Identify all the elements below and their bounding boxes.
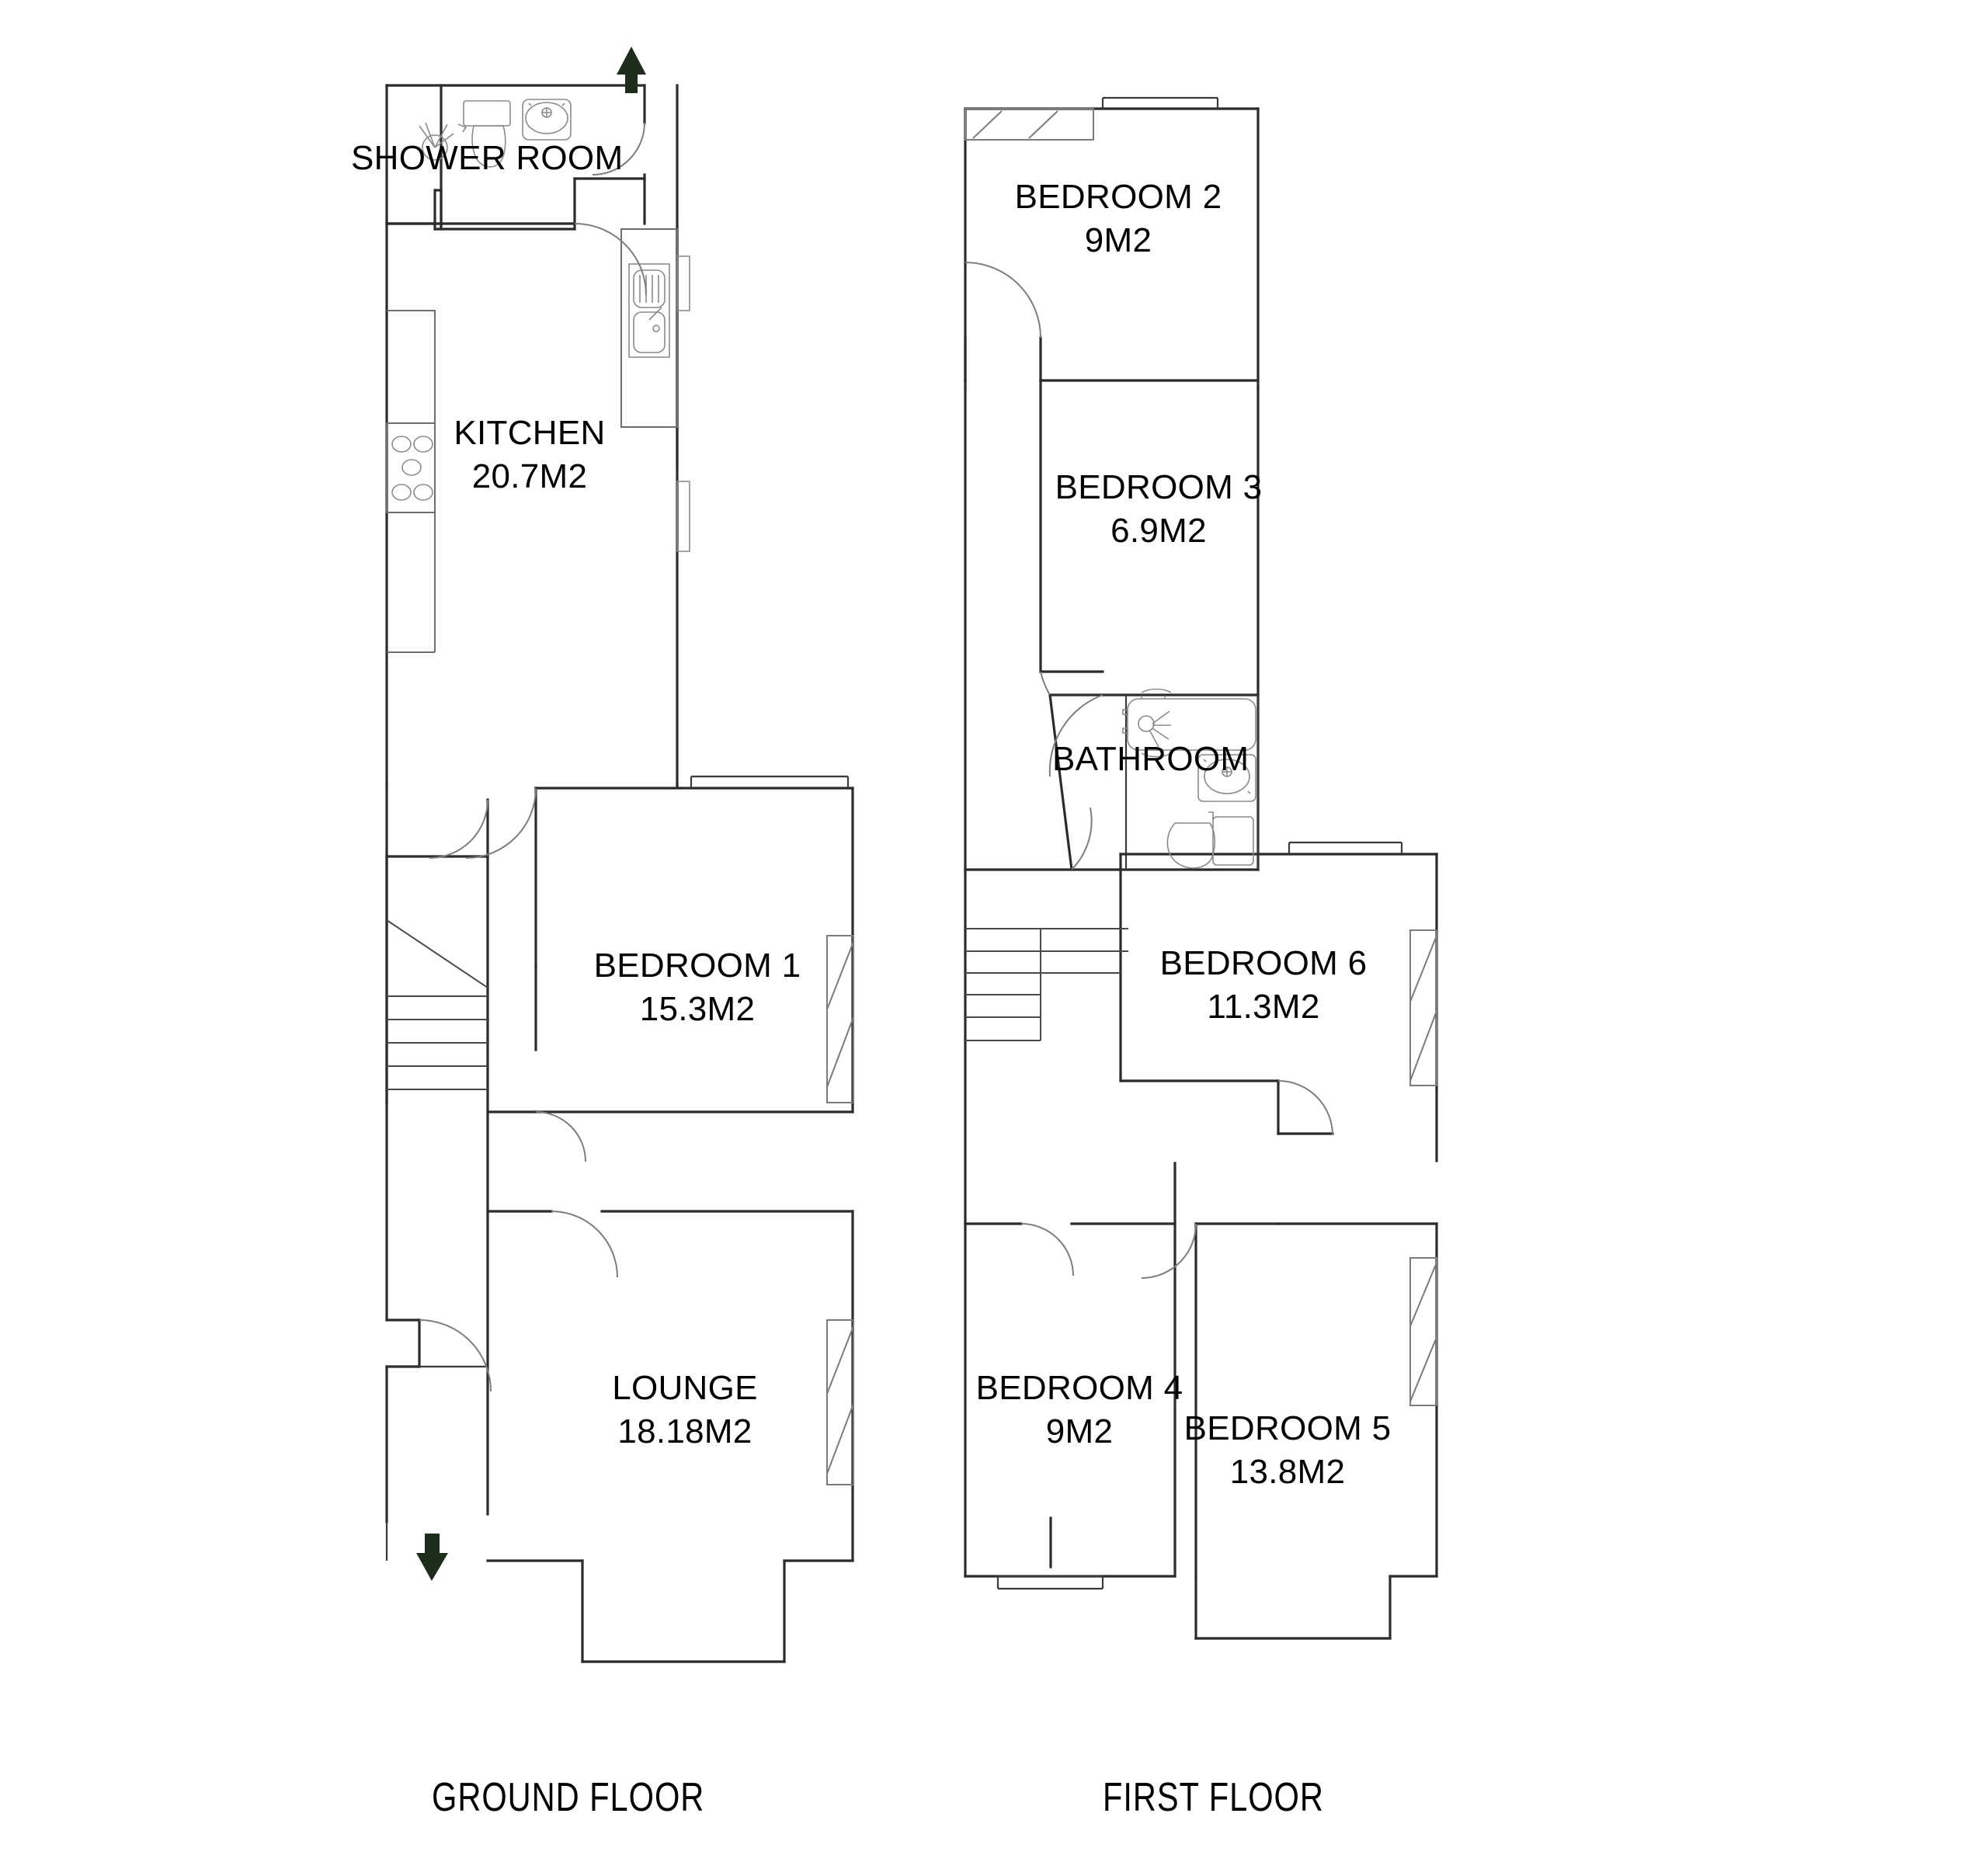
bedroom-2-name: BEDROOM 2	[1014, 178, 1222, 216]
bedroom-3-name: BEDROOM 3	[1055, 468, 1263, 506]
bathroom-fixtures	[1122, 688, 1256, 869]
kitchen-fixtures	[386, 228, 690, 653]
room-label-bedroom-1: BEDROOM 1 15.3M2	[594, 944, 801, 1032]
staircase-ground	[386, 919, 488, 1090]
shower-head-icon	[419, 122, 454, 161]
first-floor-title: FIRST FLOOR	[1103, 1775, 1324, 1820]
room-label-bedroom-6: BEDROOM 6 11.3M2	[1160, 942, 1368, 1030]
window-bedroom2	[964, 108, 1094, 141]
door-shower-room	[592, 122, 645, 175]
door-bathroom	[1071, 807, 1093, 870]
bedroom-5-area: 13.8M2	[1229, 1453, 1346, 1492]
door-bedroom4	[1020, 1223, 1074, 1277]
ground-floor-doors	[419, 122, 647, 1392]
room-label-shower-room: SHOWER ROOM	[351, 137, 623, 180]
wash-basin-icon	[522, 99, 572, 141]
first-floor-doors	[964, 262, 1333, 1279]
bathroom-name: BATHROOM	[1052, 740, 1249, 778]
bedroom-1-area: 15.3M2	[639, 990, 756, 1029]
door-bedroom2	[964, 262, 1041, 339]
door-bedroom6	[1277, 1080, 1333, 1136]
window-lounge	[826, 1319, 854, 1485]
window-bedroom1	[826, 935, 854, 1103]
door-hall	[574, 223, 647, 296]
first-floor-windows	[964, 108, 1437, 1406]
door-bedroom1-bottom	[535, 1111, 586, 1162]
kitchen-area: 20.7M2	[471, 457, 588, 496]
door-entry	[419, 1319, 492, 1392]
bedroom-6-area: 11.3M2	[1207, 988, 1320, 1027]
bedroom-5-name: BEDROOM 5	[1183, 1409, 1392, 1447]
toilet-icon	[457, 100, 511, 168]
door-lounge	[551, 1211, 618, 1278]
shower-room-name: SHOWER ROOM	[351, 139, 624, 177]
lounge-name: LOUNGE	[612, 1369, 758, 1407]
bedroom-1-name: BEDROOM 1	[593, 947, 801, 985]
bath-tub-icon	[1122, 688, 1256, 758]
door-bedroom3b	[1048, 694, 1103, 777]
room-label-bedroom-2: BEDROOM 2 9M2	[1015, 175, 1222, 263]
door-bedroom1-top	[465, 787, 537, 859]
staircase-first	[965, 928, 1128, 1041]
ground-floor-windows	[826, 935, 854, 1485]
bedroom-6-name: BEDROOM 6	[1159, 944, 1368, 982]
toilet-icon-bath	[1166, 811, 1254, 869]
ground-floor-arrows	[416, 47, 646, 1581]
wash-basin-icon-bath	[1197, 754, 1256, 802]
room-label-kitchen: KITCHEN 20.7M2	[454, 412, 605, 499]
room-label-bedroom-3: BEDROOM 3 6.9M2	[1055, 466, 1263, 554]
bedroom-4-area: 9M2	[1045, 1412, 1114, 1451]
bedroom-3-area: 6.9M2	[1110, 512, 1207, 551]
lounge-area: 18.18M2	[617, 1412, 752, 1451]
door-bedroom5	[1141, 1223, 1197, 1279]
kitchen-name: KITCHEN	[454, 414, 606, 452]
window-bedroom6	[1409, 929, 1437, 1086]
door-kitchen-hall	[429, 799, 488, 859]
bedroom-2-area: 9M2	[1084, 221, 1152, 260]
room-label-lounge: LOUNGE 18.18M2	[612, 1367, 758, 1454]
entry-down-arrow	[416, 1534, 448, 1581]
door-bedroom3	[1040, 671, 1051, 696]
ground-floor-title: GROUND FLOOR	[432, 1775, 705, 1820]
shower-room-fixtures	[419, 99, 572, 168]
room-label-bedroom-5: BEDROOM 5 13.8M2	[1184, 1407, 1392, 1495]
stairs-up-arrow	[617, 47, 646, 93]
window-bedroom5	[1409, 1257, 1437, 1406]
room-label-bathroom: BATHROOM	[1052, 738, 1249, 781]
room-label-bedroom-4: BEDROOM 4 9M2	[976, 1367, 1183, 1454]
bedroom-4-name: BEDROOM 4	[975, 1369, 1183, 1407]
